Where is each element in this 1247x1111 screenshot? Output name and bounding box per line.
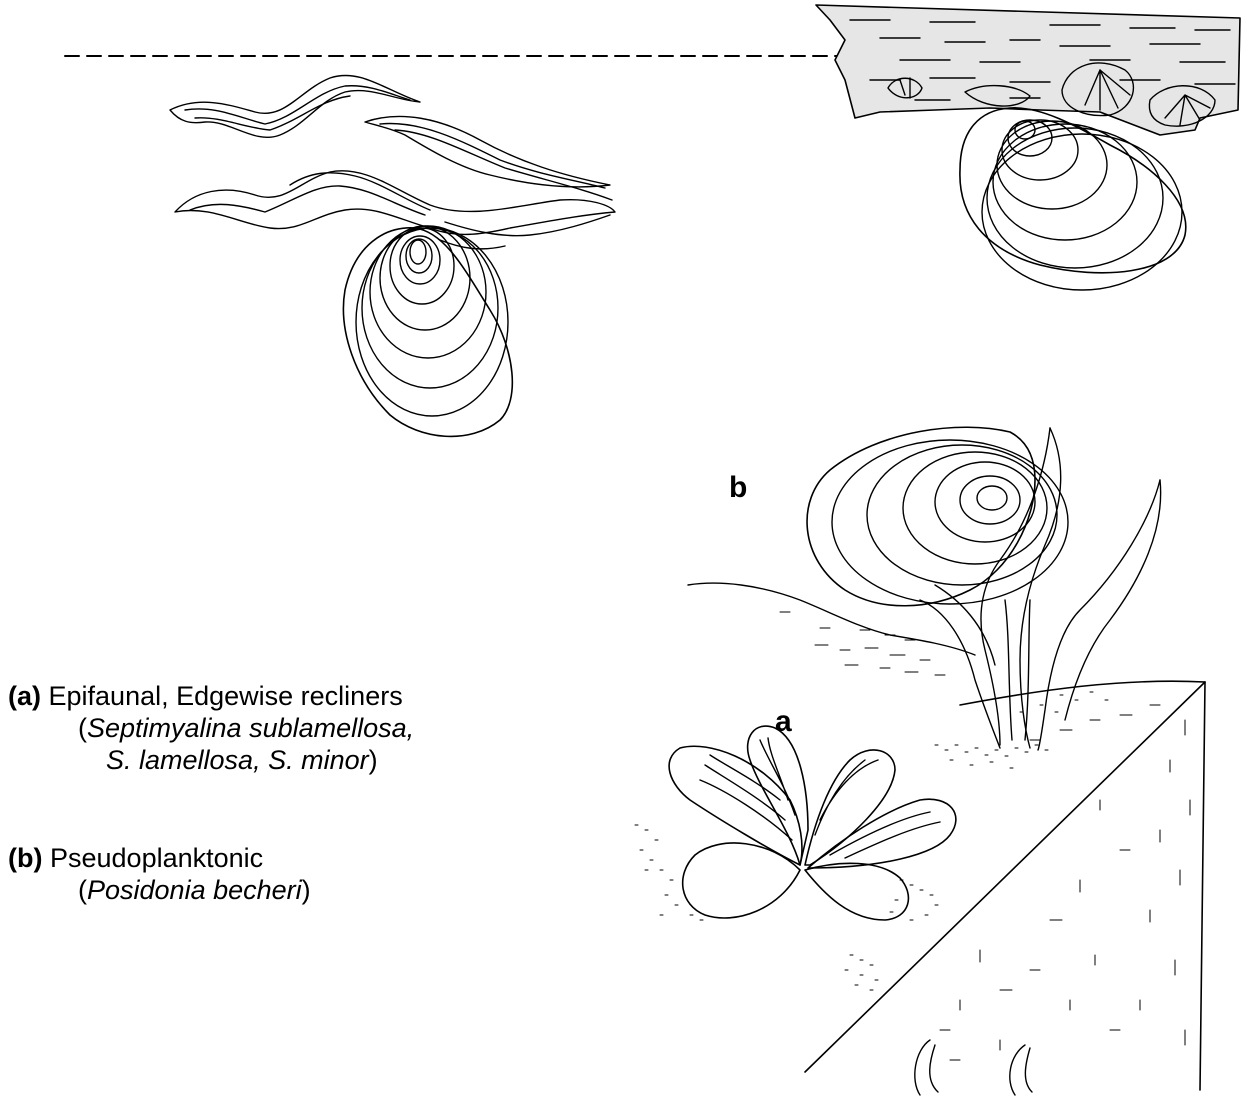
legend-text-b: Pseudoplanktonic [50, 843, 263, 873]
shell-b-on-stalk [807, 427, 1161, 750]
legend-item-a: (a) Epifaunal, Edgewise recliners (Septi… [8, 680, 414, 776]
floating-seaweed [170, 75, 615, 248]
pseudoplanktonic-shell-driftwood [960, 108, 1186, 290]
legend-key-b: (b) [8, 843, 42, 873]
legend-species-a2: S. lamellosa, S. minor) [8, 744, 414, 776]
legend-text-a: Epifaunal, Edgewise recliners [49, 681, 403, 711]
driftwood-log [816, 5, 1240, 135]
pseudoplanktonic-shell-seaweed [343, 226, 512, 436]
seafloor-sediment-dashes [780, 612, 945, 675]
legend-key-a: (a) [8, 681, 41, 711]
label-a: a [775, 705, 792, 738]
legend-item-b: (b) Pseudoplanktonic (Posidonia becheri) [8, 842, 311, 906]
shell-cluster-a [669, 726, 956, 920]
seafloor-line [688, 583, 975, 655]
stippled-sediment [635, 692, 1108, 990]
legend-species-a1: (Septimyalina sublamellosa, [8, 712, 414, 744]
label-b: b [729, 471, 747, 504]
sediment-block [805, 681, 1205, 1095]
legend-species-b1: (Posidonia becheri) [8, 874, 311, 906]
